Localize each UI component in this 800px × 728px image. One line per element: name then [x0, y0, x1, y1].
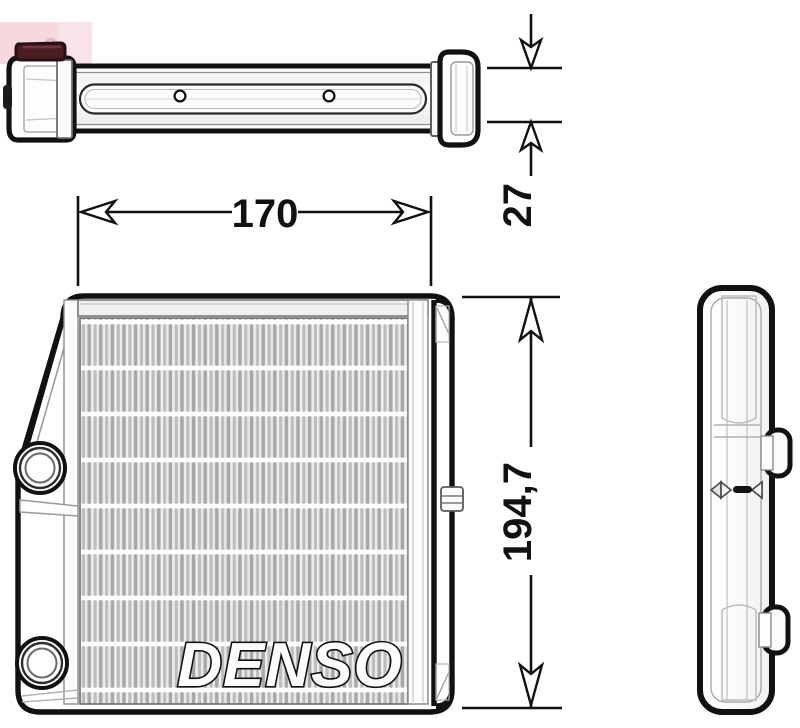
front-view-core: DENSO	[13, 293, 464, 715]
dimension-height-194-7: 194,7	[462, 295, 562, 710]
dimension-thickness-27: 27	[487, 14, 562, 228]
top-view-hole-2	[322, 89, 336, 103]
arrow-170-left	[77, 198, 119, 226]
top-view-right-endcap	[430, 49, 481, 148]
dimension-label-194-7: 194,7	[496, 462, 540, 562]
dimension-width-170: 170	[76, 192, 433, 286]
left-tank-panel	[63, 299, 79, 705]
side-view-center-detail	[709, 480, 763, 500]
arrow-194-bottom	[517, 661, 545, 710]
denso-logo: DENSO	[177, 631, 402, 700]
side-view-tab-upper	[760, 427, 793, 479]
right-mount-tab	[440, 486, 464, 512]
dimension-label-27: 27	[496, 183, 540, 228]
front-view-port-upper	[13, 441, 67, 495]
top-view-tube	[3, 41, 481, 148]
side-view-body	[697, 285, 775, 715]
top-view-left-connector	[3, 41, 77, 143]
side-view-profile	[697, 285, 793, 715]
right-tank-panel	[407, 299, 429, 705]
side-view-tab-lower	[758, 604, 791, 656]
arrow-27-top	[518, 36, 544, 72]
connector-cap	[14, 41, 67, 62]
front-view-port-lower	[15, 636, 69, 690]
arrow-194-top	[517, 295, 545, 344]
arrow-27-bottom	[518, 118, 544, 154]
fin-core	[80, 318, 408, 704]
top-header-bar	[77, 299, 429, 317]
left-flange-strip	[19, 499, 79, 517]
top-view-hole-1	[173, 89, 187, 103]
dimension-label-170: 170	[232, 192, 299, 236]
arrow-170-right	[390, 198, 432, 226]
